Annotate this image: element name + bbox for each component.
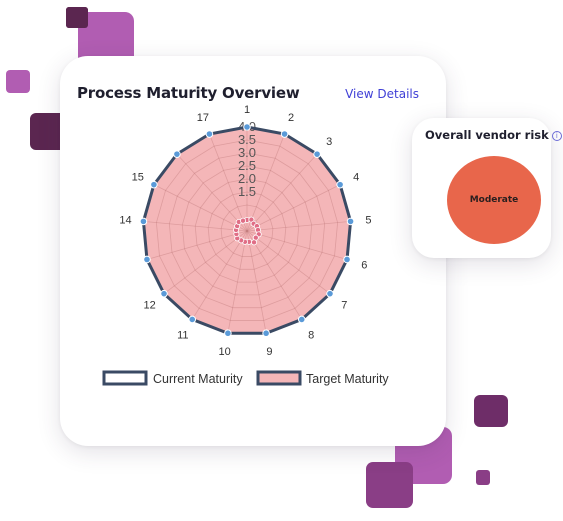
- view-details-link[interactable]: View Details: [345, 87, 419, 101]
- current-maturity-point: [346, 217, 355, 226]
- current-maturity-point: [262, 329, 270, 338]
- current-maturity-point: [173, 150, 181, 158]
- tick-label: 3.5: [238, 132, 256, 147]
- category-label: 11: [177, 330, 188, 342]
- target-maturity-point: [251, 239, 258, 246]
- grid-spoke: [163, 230, 248, 294]
- current-maturity-point: [297, 315, 306, 324]
- category-label: 1: [244, 104, 250, 116]
- current-maturity-point: [160, 289, 168, 298]
- grid-spoke: [246, 230, 331, 294]
- decor-square: [66, 7, 88, 28]
- target-maturity-point: [240, 217, 247, 224]
- grid-spoke: [246, 230, 267, 334]
- risk-title-text: Overall vendor risk: [425, 128, 549, 142]
- grid-spoke: [246, 230, 303, 320]
- legend-label-target: Target Maturity: [306, 372, 389, 386]
- category-label: 12: [144, 300, 156, 312]
- grid-ring: [168, 152, 326, 309]
- category-label: 8: [308, 330, 314, 342]
- process-maturity-card: Process Maturity Overview View Details 1…: [60, 56, 446, 446]
- category-label: 3: [326, 136, 332, 148]
- current-maturity-point: [336, 180, 344, 189]
- category-label: 4: [353, 172, 359, 184]
- legend-swatch-current: [102, 370, 148, 386]
- grid-spoke: [246, 133, 285, 232]
- info-icon[interactable]: i: [551, 131, 562, 141]
- current-maturity-point: [139, 217, 148, 226]
- category-label: 5: [365, 215, 371, 227]
- current-maturity-point: [143, 255, 151, 264]
- current-maturity-point: [224, 329, 232, 338]
- grid-spoke: [227, 230, 248, 334]
- grid-spoke: [176, 153, 248, 232]
- current-maturity-point: [188, 315, 197, 324]
- grid-spoke: [146, 230, 248, 260]
- grid-spoke: [246, 221, 351, 232]
- risk-level-label: Moderate: [469, 195, 519, 205]
- current-maturity-point: [326, 289, 334, 298]
- category-label: 7: [341, 300, 347, 312]
- legend-label-current: Current Maturity: [153, 372, 243, 386]
- category-label: 9: [266, 346, 272, 358]
- decor-square: [476, 470, 490, 485]
- radar-chart: 1.52.02.53.03.54.0123456789101112141517C…: [102, 104, 389, 386]
- tick-label: 2.0: [238, 171, 256, 186]
- category-label: 14: [119, 215, 131, 227]
- grid-spoke: [246, 184, 341, 232]
- category-label: 2: [288, 112, 294, 124]
- target-area: [143, 127, 351, 334]
- grid-ring: [155, 139, 339, 321]
- grid-ring: [220, 204, 274, 257]
- risk-level-circle: Moderate: [447, 156, 541, 244]
- current-maturity-point: [150, 180, 158, 189]
- card-title: Process Maturity Overview: [77, 84, 300, 102]
- current-maturity-point: [243, 123, 251, 131]
- current-maturity-point: [343, 255, 351, 264]
- current-maturity-point: [205, 130, 214, 138]
- grid-spoke: [153, 184, 248, 232]
- category-label: 15: [132, 172, 144, 184]
- grid-ring: [207, 191, 287, 270]
- decor-square: [366, 462, 413, 508]
- tick-label: 3.0: [238, 145, 256, 160]
- category-label: 17: [197, 112, 209, 124]
- grid-spoke: [191, 230, 248, 320]
- grid-spoke: [143, 221, 248, 232]
- grid-spoke: [246, 230, 348, 260]
- grid-ring: [194, 178, 300, 283]
- grid-ring: [181, 165, 313, 296]
- category-label: 10: [218, 346, 230, 358]
- legend-swatch-target: [256, 370, 302, 386]
- grid-spoke: [209, 133, 248, 232]
- decor-square: [474, 395, 508, 427]
- decor-square: [6, 70, 30, 93]
- current-maturity-line: [141, 125, 353, 335]
- category-label: 6: [361, 259, 367, 271]
- grid-spoke: [246, 153, 318, 232]
- current-maturity-point: [313, 150, 321, 158]
- current-maturity-point: [280, 130, 289, 138]
- tick-label: 2.5: [238, 158, 256, 173]
- tick-label: 1.5: [238, 184, 256, 199]
